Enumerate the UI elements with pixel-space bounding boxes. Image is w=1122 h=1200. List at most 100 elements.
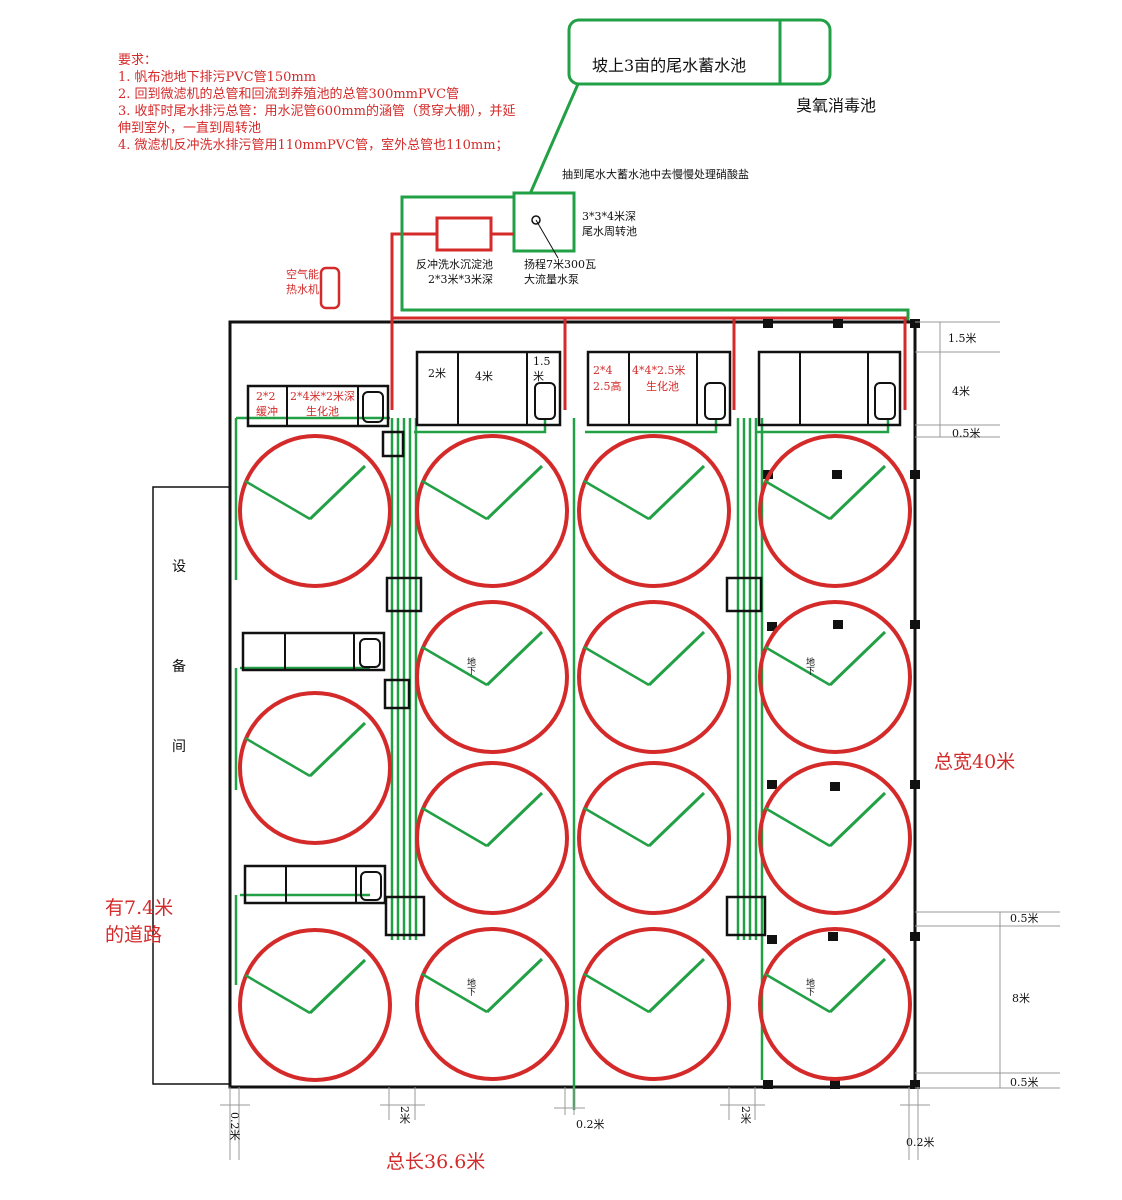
culture-tank bbox=[238, 928, 392, 1082]
culture-tank bbox=[758, 434, 912, 588]
biochem2-height-a: 2.5高 bbox=[593, 380, 622, 393]
dim-label-2m: 2米 bbox=[739, 1106, 752, 1124]
unit-length-label: 4米 bbox=[475, 370, 493, 383]
biochem-unit-1 bbox=[246, 384, 390, 428]
tank-inlet-pipe bbox=[828, 630, 887, 687]
culture-tank bbox=[758, 761, 912, 915]
culture-tank bbox=[577, 600, 731, 754]
backwash-size: 2*3米*3米深 bbox=[428, 273, 493, 286]
pump-spec: 扬程7米300瓦 bbox=[524, 258, 596, 271]
biochem1-size: 2*4米*2米深 bbox=[290, 390, 355, 403]
heat-pump bbox=[319, 266, 341, 310]
backwash-tank bbox=[435, 216, 493, 252]
biochem2-size-a: 2*4 bbox=[593, 364, 613, 377]
requirement-item: 2. 回到微滤机的总管和回流到养殖池的总管300mmPVC管 bbox=[118, 87, 460, 102]
tank-inlet-pipe bbox=[308, 958, 367, 1015]
dim-label-8m: 8米 bbox=[1012, 992, 1030, 1005]
culture-tank bbox=[577, 927, 731, 1081]
biochem-unit-2 bbox=[415, 350, 562, 427]
unit-15-label-a: 1.5 bbox=[533, 355, 551, 368]
tank-drain-pipe bbox=[583, 806, 650, 848]
heat-pump-label-1: 空气能 bbox=[286, 268, 319, 281]
pump-note: 抽到尾水大蓄水池中去慢慢处理硝酸盐 bbox=[562, 168, 749, 181]
tank-drain-pipe bbox=[583, 972, 650, 1014]
equipment-room-char-1: 设 bbox=[172, 559, 186, 575]
culture-tank bbox=[415, 434, 569, 588]
tank-drain-pipe bbox=[244, 736, 311, 778]
total-length-label: 总长36.6米 bbox=[386, 1151, 486, 1173]
tank-drain-pipe bbox=[764, 645, 831, 687]
culture-tank bbox=[577, 434, 731, 588]
tank-drain-pipe bbox=[583, 645, 650, 687]
biochem-unit-4 bbox=[757, 350, 902, 427]
valve-boxes bbox=[381, 430, 767, 937]
tank-drain-pipe bbox=[764, 479, 831, 521]
culture-tank bbox=[415, 927, 569, 1081]
tank-drain-pipe bbox=[244, 973, 311, 1015]
tank-drain-pipe bbox=[764, 806, 831, 848]
bottom-dimension-lines bbox=[220, 1087, 930, 1160]
culture-tank bbox=[415, 761, 569, 915]
tank-inlet-pipe bbox=[485, 630, 544, 687]
transfer-pond bbox=[512, 191, 576, 253]
dim-label-0-2m-left: 0.2米 bbox=[228, 1112, 241, 1141]
equipment-room-char-3: 间 bbox=[172, 739, 186, 755]
biochem2-name-b: 生化池 bbox=[646, 380, 679, 393]
underground-label: 地下 bbox=[465, 657, 475, 675]
tank-inlet-pipe bbox=[828, 957, 887, 1014]
tank-inlet-pipe bbox=[647, 957, 706, 1014]
culture-tank bbox=[238, 434, 392, 588]
equipment-room-char-2: 备 bbox=[172, 659, 186, 675]
tank-inlet-pipe bbox=[485, 464, 544, 521]
dim-label-1-5m: 1.5米 bbox=[948, 332, 977, 345]
tank-drain-pipe bbox=[421, 479, 488, 521]
underground-label: 地下 bbox=[465, 978, 475, 996]
biochem1-name: 生化池 bbox=[306, 405, 339, 418]
storage-pond bbox=[567, 18, 832, 86]
dim-label-2m: 2米 bbox=[398, 1106, 411, 1124]
tank-inlet-pipe bbox=[647, 791, 706, 848]
equipment-room bbox=[152, 486, 231, 1085]
tank-inlet-pipe bbox=[647, 464, 706, 521]
transfer-pond-name: 尾水周转池 bbox=[582, 225, 637, 238]
requirement-item: 4. 微滤机反冲洗水排污管用110mmPVC管，室外总管也110mm； bbox=[118, 138, 509, 153]
tank-inlet-pipe bbox=[485, 791, 544, 848]
culture-tank bbox=[577, 761, 731, 915]
tank-drain-pipe bbox=[583, 479, 650, 521]
biochem-unit-3 bbox=[586, 350, 732, 427]
drain-markers bbox=[763, 319, 920, 1089]
requirements-list: 要求： 1. 帆布池地下排污PVC管150mm 2. 回到微滤机的总管和回流到养… bbox=[118, 52, 638, 154]
tank-inlet-pipe bbox=[828, 464, 887, 521]
underground-label: 地下 bbox=[804, 657, 814, 675]
green-pipes bbox=[234, 416, 890, 1110]
tank-drain-pipe bbox=[764, 972, 831, 1014]
pipe-to-storage bbox=[528, 83, 580, 195]
culture-tank bbox=[758, 600, 912, 754]
unit-width-label: 2米 bbox=[428, 367, 446, 380]
biochem-unit-5 bbox=[241, 631, 386, 672]
dim-label-4m: 4米 bbox=[952, 385, 970, 398]
tank-inlet-pipe bbox=[828, 791, 887, 848]
right-dimension-lines bbox=[915, 321, 1060, 1089]
pump-type: 大流量水泵 bbox=[524, 273, 579, 286]
requirement-item: 1. 帆布池地下排污PVC管150mm bbox=[118, 70, 317, 85]
tank-inlet-pipe bbox=[647, 630, 706, 687]
unit-15-label-b: 米 bbox=[533, 370, 544, 383]
storage-pond-label: 坡上3亩的尾水蓄水池 bbox=[592, 56, 747, 75]
tank-drain-pipe bbox=[244, 479, 311, 521]
heat-pump-label-2: 热水机 bbox=[286, 283, 319, 296]
dim-label-0-5m: 0.5米 bbox=[1010, 912, 1039, 925]
transfer-pond-size: 3*3*4米深 bbox=[582, 210, 636, 223]
road-label-1: 有7.4米 bbox=[105, 897, 174, 919]
requirements-title: 要求： bbox=[118, 53, 158, 68]
underground-label: 地下 bbox=[804, 978, 814, 996]
total-width-label: 总宽40米 bbox=[934, 751, 1016, 773]
tank-inlet-pipe bbox=[308, 721, 367, 778]
pump-icon bbox=[531, 215, 541, 225]
buffer-name: 缓冲 bbox=[256, 405, 278, 418]
tank-drain-pipe bbox=[421, 645, 488, 687]
biochem2-size-b: 4*4*2.5米 bbox=[632, 364, 686, 377]
ozone-pond-label: 臭氧消毒池 bbox=[796, 96, 877, 115]
tank-grid bbox=[238, 434, 912, 1082]
